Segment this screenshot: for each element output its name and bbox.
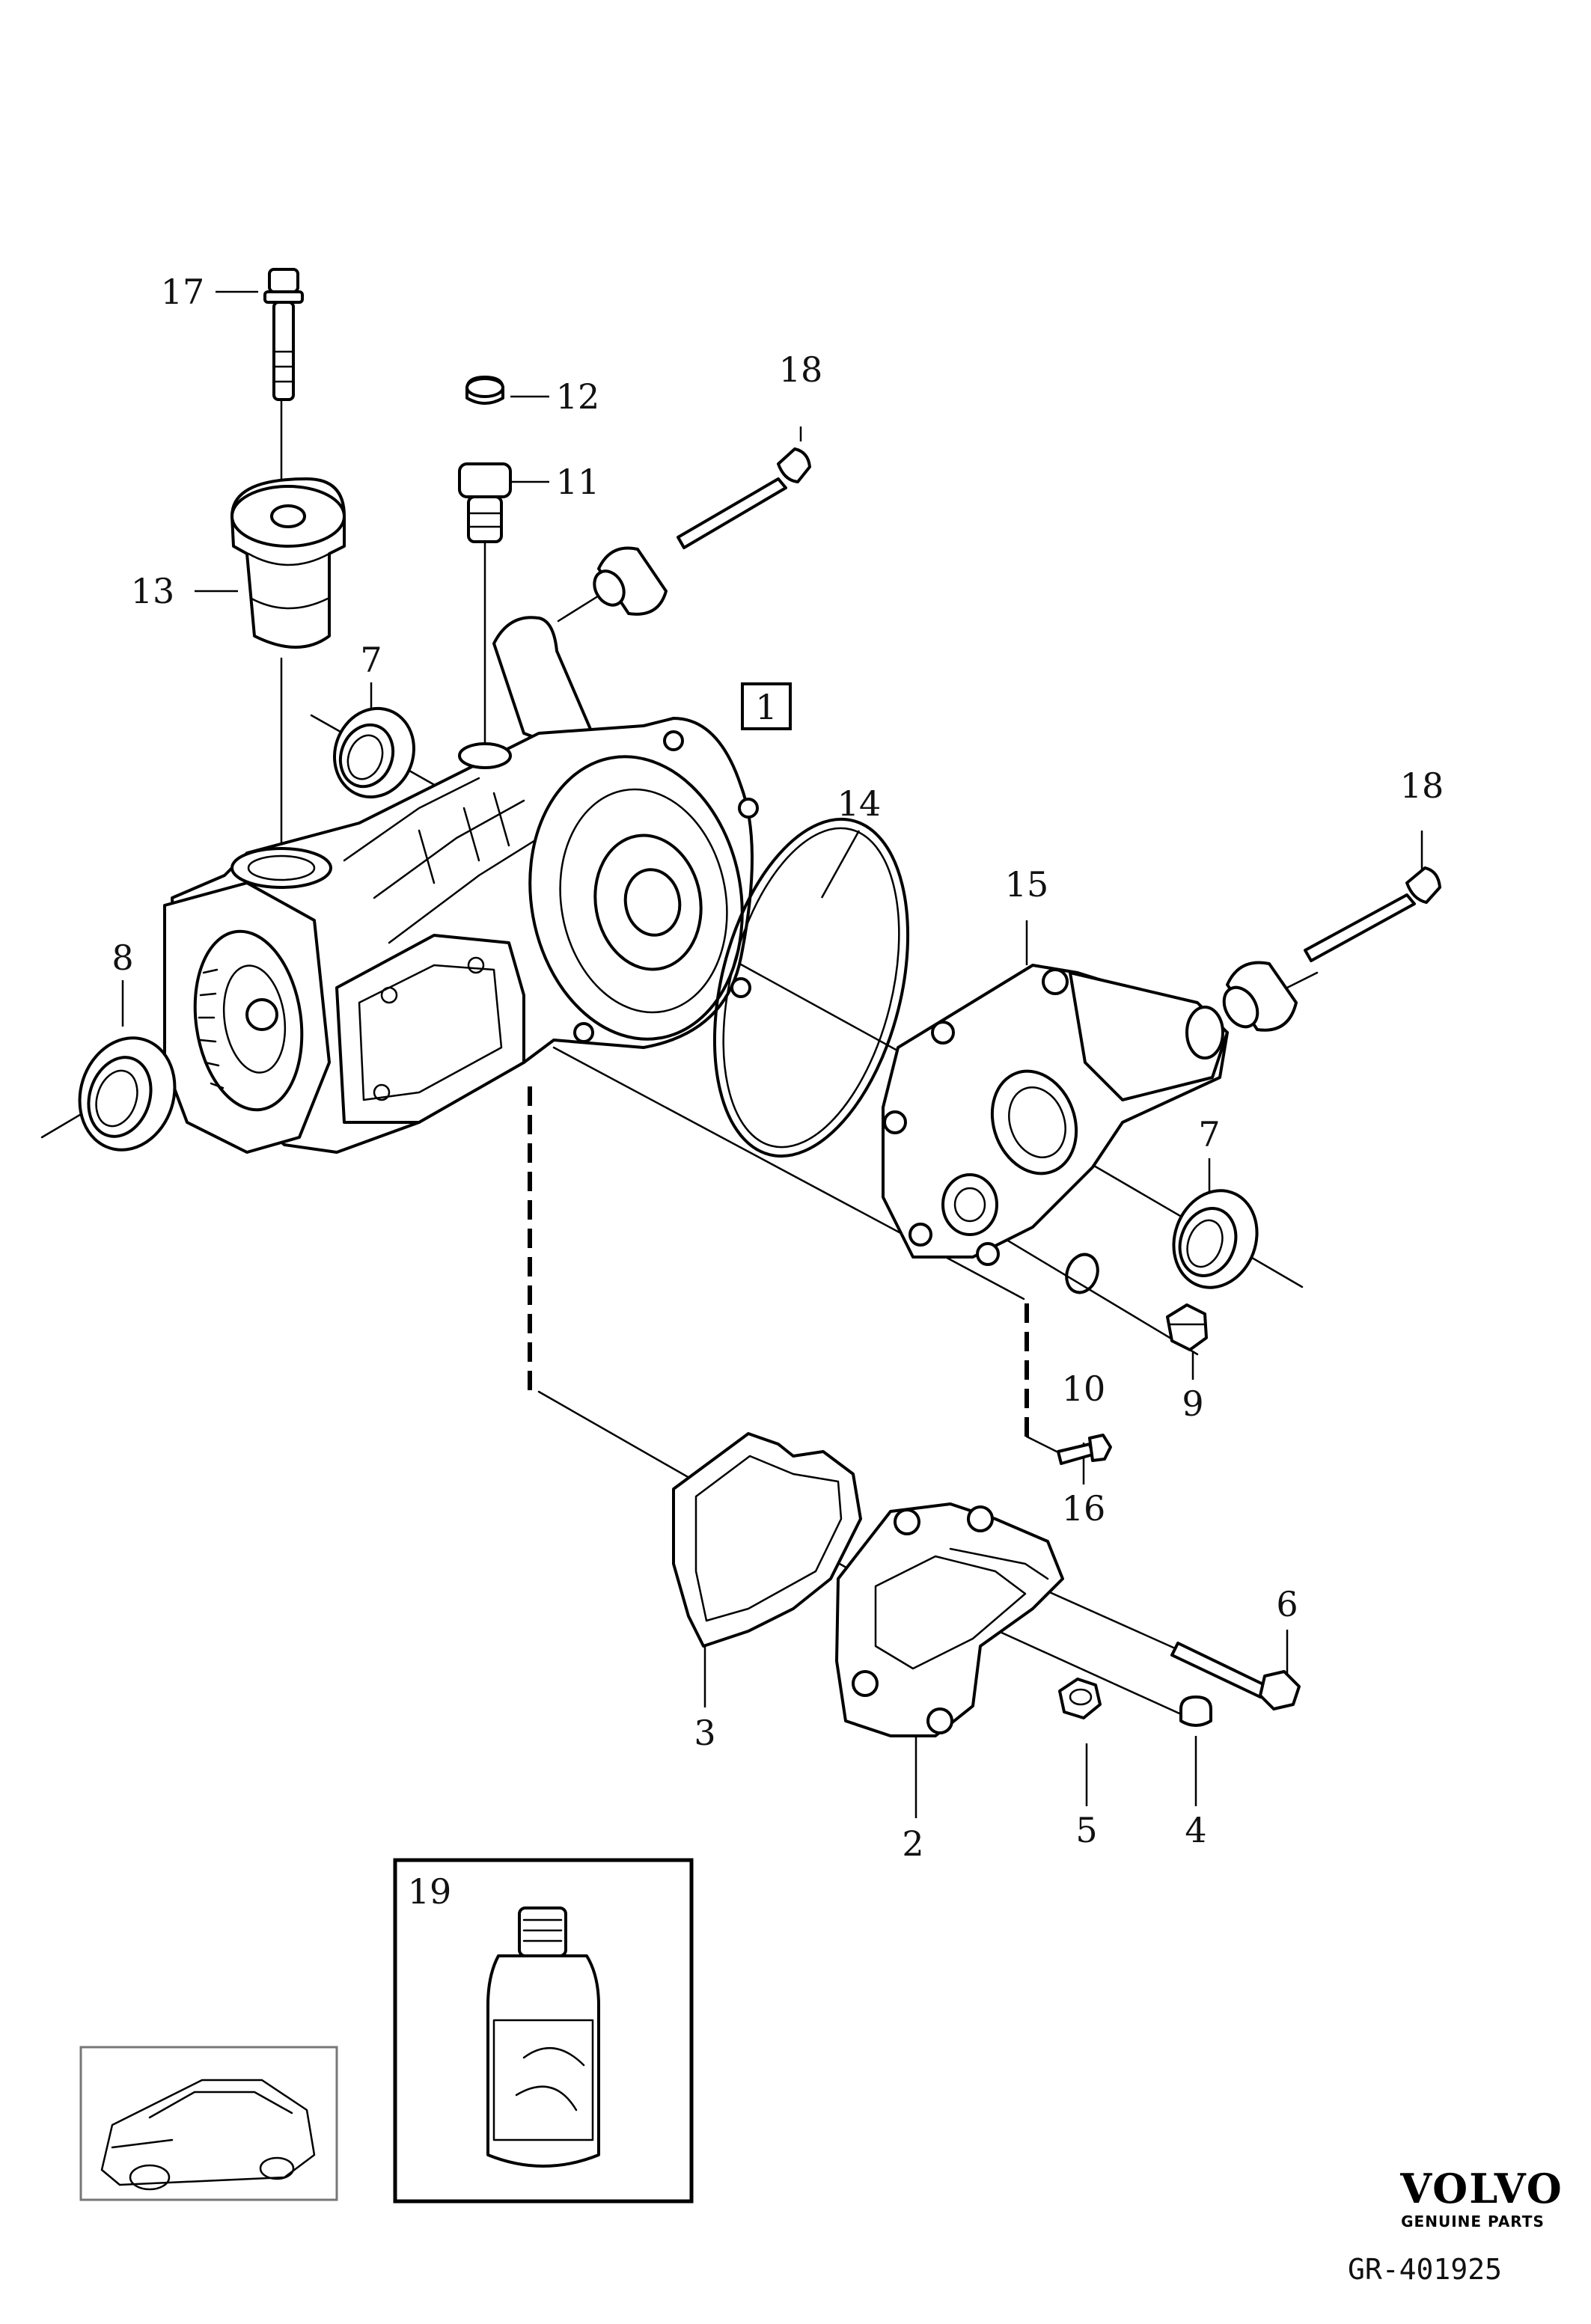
callout-7-right: 7 bbox=[1198, 1114, 1220, 1155]
plug-9 bbox=[1166, 1303, 1208, 1351]
callout-13: 13 bbox=[131, 571, 175, 611]
cover-2 bbox=[835, 1502, 1064, 1737]
callout-11: 11 bbox=[556, 462, 600, 502]
breather-11 bbox=[458, 462, 512, 543]
brand-logo: VOLVO bbox=[1399, 2165, 1563, 2213]
seal-7-right bbox=[1172, 1189, 1259, 1289]
callout-8: 8 bbox=[112, 938, 133, 978]
callout-12: 12 bbox=[556, 376, 600, 417]
callout-19: 19 bbox=[408, 1871, 452, 1912]
brand-tagline: GENUINE PARTS bbox=[1401, 2213, 1545, 2230]
callout-7-top: 7 bbox=[360, 640, 382, 680]
callout-16: 16 bbox=[1062, 1488, 1106, 1529]
screw-16 bbox=[1057, 1434, 1112, 1465]
callout-18-top: 18 bbox=[779, 349, 823, 390]
plug-12 bbox=[465, 376, 504, 405]
callout-5: 5 bbox=[1075, 1810, 1097, 1850]
differential-housing bbox=[163, 616, 759, 1154]
callout-17: 17 bbox=[161, 272, 205, 312]
bushing-18-top bbox=[593, 546, 668, 616]
seal-7-top bbox=[333, 706, 415, 799]
callouts: 1 2 3 4 5 6 7 7 8 9 10 11 12 13 14 15 16… bbox=[112, 272, 1444, 1912]
bolt-18-top bbox=[677, 447, 811, 549]
bushing-18-right bbox=[1222, 961, 1298, 1032]
bushing-13 bbox=[230, 477, 346, 649]
car-thumbnail bbox=[79, 2046, 338, 2201]
bolt-18-right bbox=[1304, 866, 1441, 962]
callout-9: 9 bbox=[1182, 1383, 1203, 1424]
cover-15 bbox=[882, 964, 1229, 1266]
o-ring-14 bbox=[712, 817, 910, 1158]
brand-block: VOLVO GENUINE PARTS GR-401925 bbox=[1348, 2165, 1563, 2286]
callout-3: 3 bbox=[694, 1713, 715, 1753]
plug-4 bbox=[1179, 1695, 1212, 1727]
seal-8 bbox=[78, 1036, 177, 1152]
bolt-6 bbox=[1170, 1642, 1301, 1710]
diagram-reference: GR-401925 bbox=[1348, 2253, 1502, 2286]
callout-4: 4 bbox=[1185, 1810, 1206, 1850]
callout-box-1 bbox=[741, 682, 792, 730]
bolt-17 bbox=[263, 268, 304, 401]
gasket-3 bbox=[672, 1432, 862, 1648]
callout-10: 10 bbox=[1062, 1369, 1106, 1409]
callout-6: 6 bbox=[1276, 1584, 1298, 1624]
callout-18-right: 18 bbox=[1400, 765, 1444, 806]
callout-15: 15 bbox=[1005, 864, 1049, 905]
callout-14: 14 bbox=[837, 783, 882, 824]
o-ring-10 bbox=[1065, 1253, 1099, 1294]
callout-1: 1 bbox=[755, 687, 777, 727]
plug-5 bbox=[1058, 1678, 1102, 1719]
callout-2: 2 bbox=[902, 1823, 923, 1864]
fluid-bottle-box bbox=[393, 1858, 694, 2204]
